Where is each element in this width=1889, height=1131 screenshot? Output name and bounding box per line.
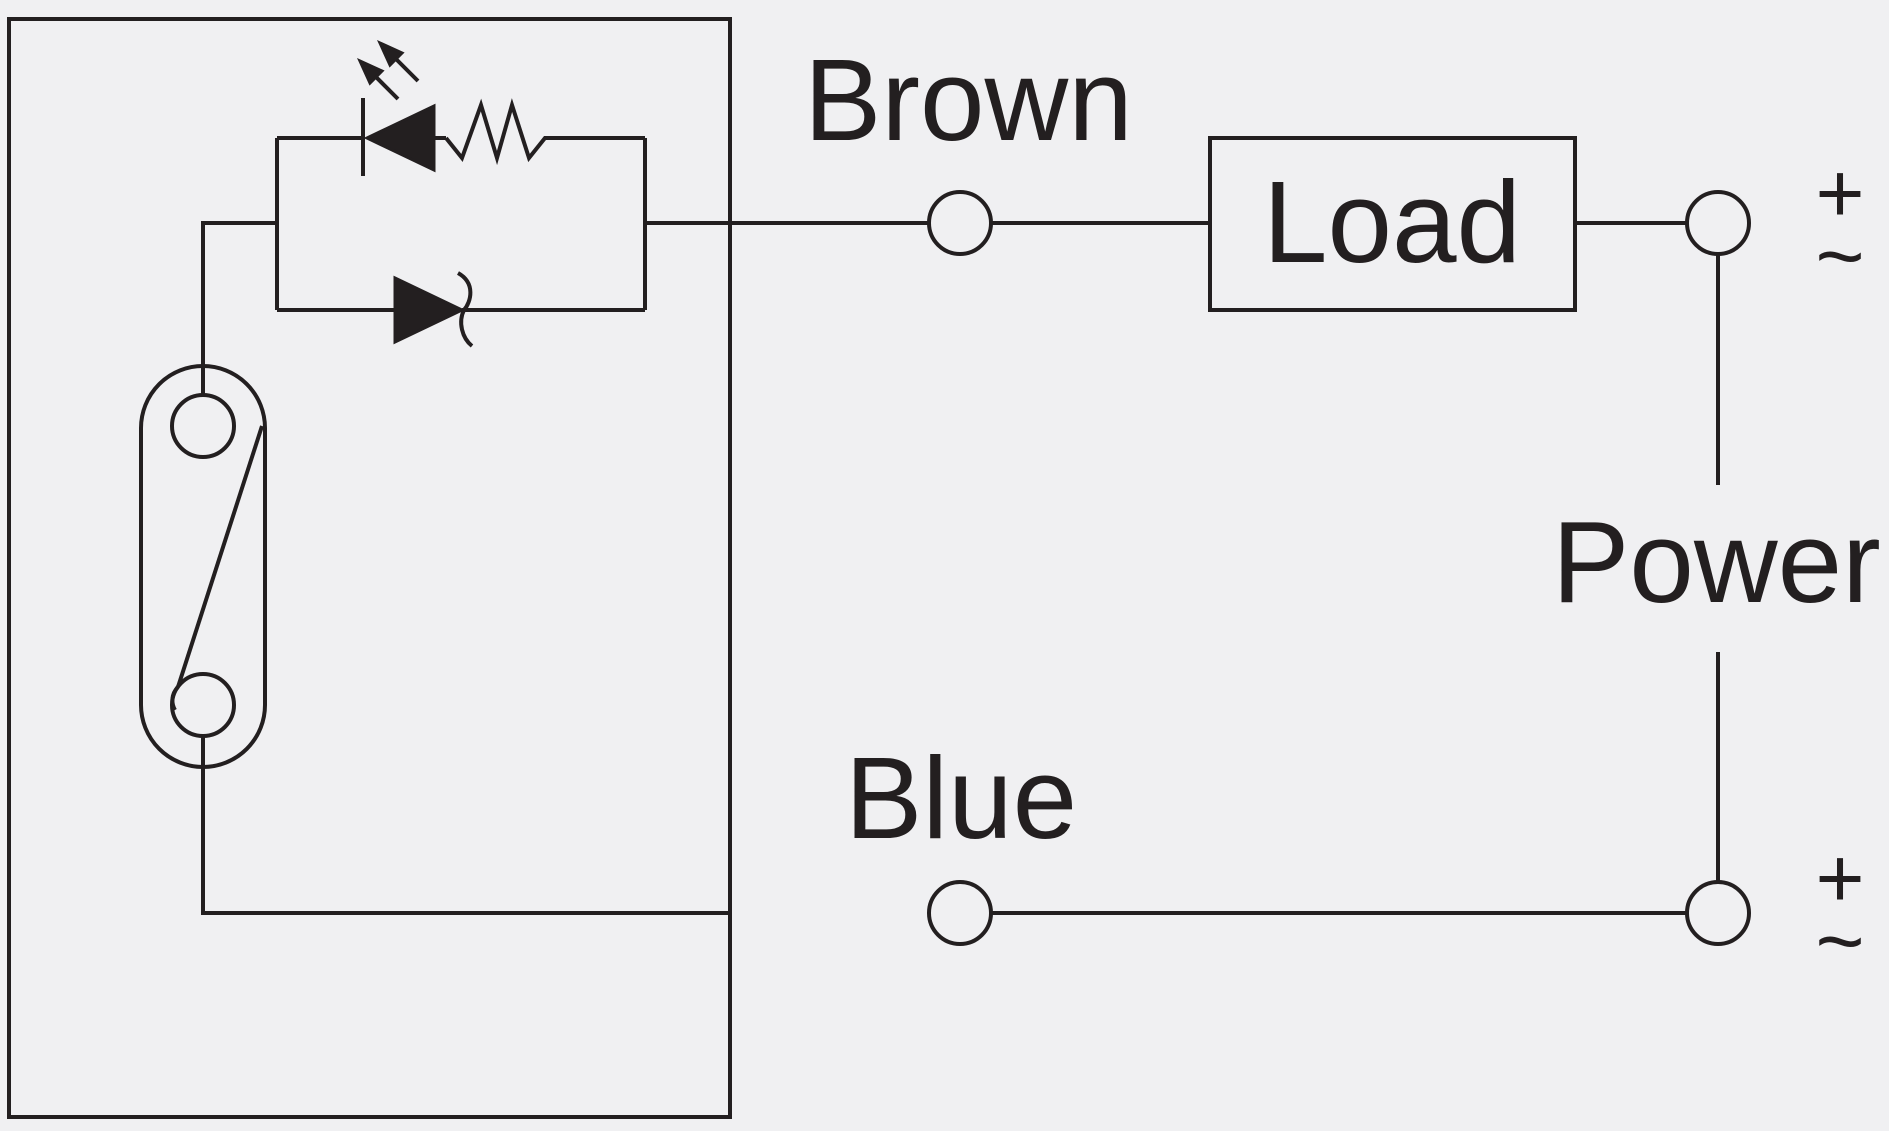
bottom-polarity-ac: ~ [1815,894,1864,988]
power-terminal-bottom [1685,880,1751,946]
blue-terminal [927,880,993,946]
top-polarity-plus: + [1815,146,1864,240]
reed-switch [139,364,267,769]
brown-label: Brown [804,35,1133,165]
sensor-housing [7,17,732,1119]
led-indicator [277,39,446,176]
blue-label: Blue [845,733,1077,863]
power-label: Power [1552,497,1881,627]
load-label: Load [1263,157,1521,287]
bottom-polarity-plus: + [1815,831,1864,925]
power-terminal-top [1685,190,1751,256]
top-polarity-ac: ~ [1815,209,1864,303]
protection-diode [277,271,645,348]
resistor [444,98,645,166]
internal-wire-lower [201,766,730,915]
internal-wire-upper [201,221,277,368]
brown-terminal [927,190,993,256]
